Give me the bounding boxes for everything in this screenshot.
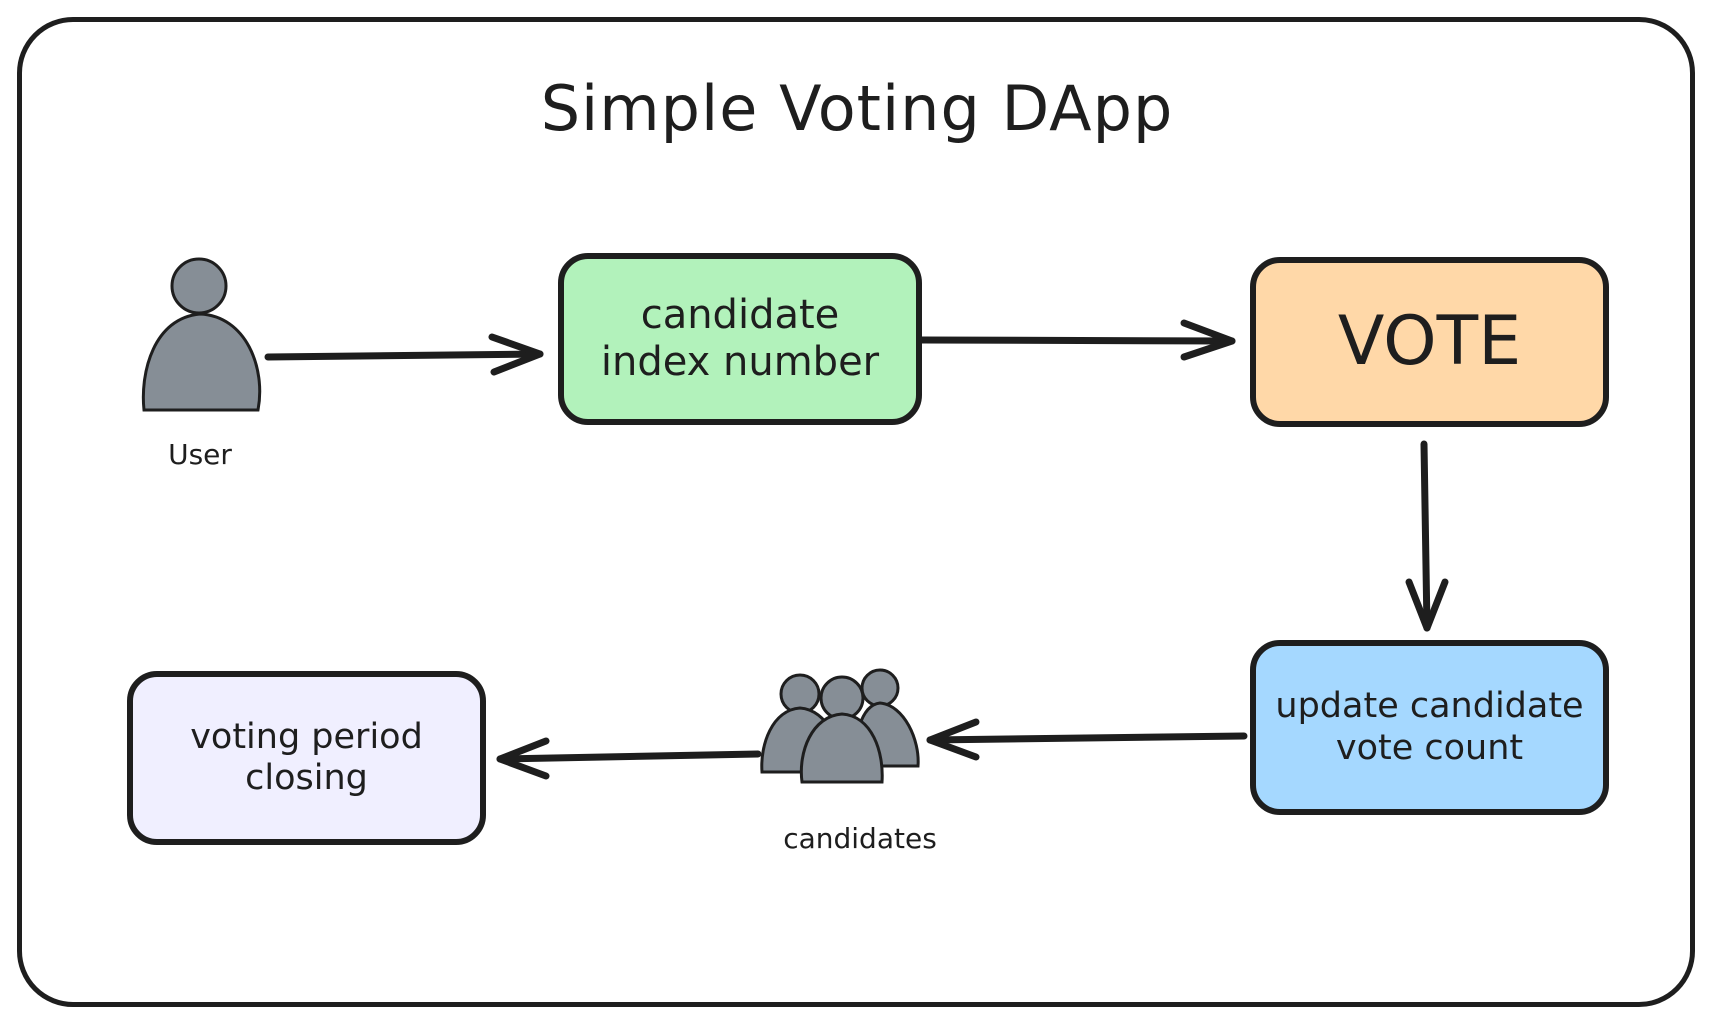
arrow-candidate-index-to-vote <box>918 319 1236 361</box>
candidates-label: candidates <box>783 822 937 855</box>
arrow-vote-to-update-count <box>1405 440 1449 632</box>
node-vote: VOTE <box>1250 257 1609 427</box>
node-candidate-index-number: candidate index number <box>558 253 922 425</box>
node-vote-label: VOTE <box>1337 301 1522 381</box>
diagram-title: Simple Voting DApp <box>540 72 1174 145</box>
node-update-candidate-vote-count: update candidate vote count <box>1250 640 1609 815</box>
user-label: User <box>168 438 232 471</box>
candidates-group-icon <box>760 668 920 784</box>
arrow-update-count-to-candidates <box>926 718 1248 761</box>
node-candidate-index-number-label: candidate index number <box>600 291 880 385</box>
arrow-user-to-candidate-index <box>264 333 544 376</box>
node-voting-period-closing-label: voting period closing <box>190 716 423 798</box>
node-update-candidate-vote-count-label: update candidate vote count <box>1275 686 1584 768</box>
user-person-icon <box>141 257 262 412</box>
node-voting-period-closing: voting period closing <box>127 671 486 845</box>
arrow-candidates-to-closing <box>496 737 762 780</box>
